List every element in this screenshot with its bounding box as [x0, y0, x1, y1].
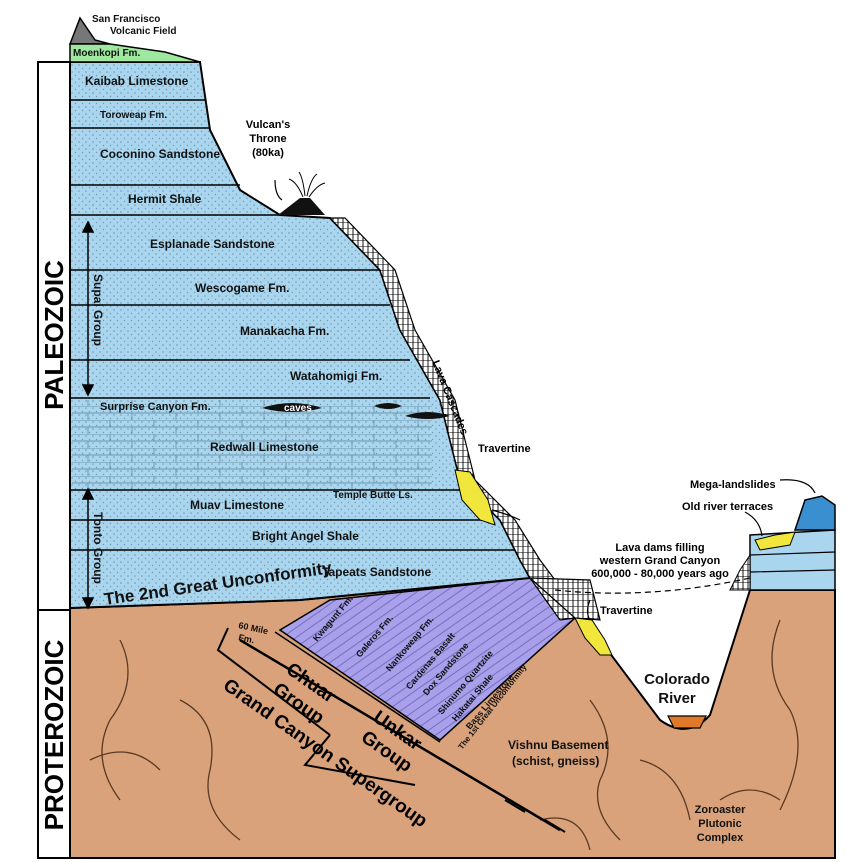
bright-angel-label: Bright Angel Shale: [252, 529, 359, 543]
volcanic-field-label-2: Volcanic Field: [110, 26, 177, 37]
lava-dams-label-1: Lava dams filling: [615, 542, 704, 554]
cave-3: [405, 412, 450, 419]
basement-veins: [89, 619, 799, 851]
travertine-upper-label: Travertine: [478, 443, 531, 455]
lava-dams-label-2: western Grand Canyon: [599, 555, 721, 567]
tonto-group-label: Tonto Group: [91, 512, 105, 584]
mega-landslides-label: Mega-landslides: [690, 479, 776, 491]
muav-label: Muav Limestone: [190, 498, 284, 512]
temple-butte-label: Temple Butte Ls.: [333, 490, 413, 501]
moenkopi-layer: [69, 43, 201, 63]
lava-dam-remnant: [729, 553, 751, 591]
zoroaster-label-1: Zoroaster: [695, 804, 746, 816]
vishnu-label-2: (schist, gneiss): [512, 754, 599, 768]
moenkopi-label: Moenkopi Fm.: [73, 48, 140, 59]
vishnu-label-1: Vishnu Basement: [508, 738, 608, 752]
vulcan-label-1: Vulcan's: [246, 119, 290, 131]
travertine-lower-label: Travertine: [600, 605, 653, 617]
era-column-proterozoic: [37, 609, 71, 859]
travertine-upper-deposit: [454, 469, 496, 526]
lava-dam-dashed-line: [554, 577, 751, 594]
coconino-label: Coconino Sandstone: [100, 147, 220, 161]
era-label-proterozoic: PROTEROZOIC: [39, 639, 69, 830]
volcanic-field-label-1: San Francisco: [92, 14, 160, 25]
zoroaster-label-2: Plutonic: [698, 818, 741, 830]
esplanade-label: Esplanade Sandstone: [150, 237, 275, 251]
cave-1: [262, 403, 322, 412]
wescogame-label: Wescogame Fm.: [195, 281, 289, 295]
vulcan-label-2: Throne: [249, 133, 286, 145]
era-column-paleozoic: [37, 61, 71, 611]
tapeats-label: Tapeats Sandstone: [322, 565, 431, 579]
colorado-river: [667, 715, 707, 729]
cave-2: [374, 403, 402, 409]
bed-boundaries: [70, 99, 515, 551]
mega-landslide-block: [793, 495, 836, 531]
fault-line: [239, 638, 561, 832]
travertine-lower-deposit: [574, 617, 613, 656]
vulcans-throne-cone: [278, 198, 325, 215]
watahomigi-label: Watahomigi Fm.: [290, 369, 382, 383]
colorado-river-label-1: Colorado: [644, 671, 710, 688]
surprise-canyon-label: Surprise Canyon Fm.: [100, 401, 211, 413]
hermit-label: Hermit Shale: [128, 192, 202, 206]
caves-label: caves: [284, 403, 312, 414]
kaibab-label: Kaibab Limestone: [85, 74, 189, 88]
old-terraces-label: Old river terraces: [682, 501, 773, 513]
eruption-spray: [288, 171, 326, 198]
old-river-terrace: [754, 531, 796, 551]
zoroaster-label-3: Complex: [697, 832, 744, 844]
redwall-label: Redwall Limestone: [210, 440, 319, 454]
manakacha-label: Manakacha Fm.: [240, 324, 329, 338]
vulcan-label-3: (80ka): [252, 147, 284, 159]
era-label-paleozoic: PALEOZOIC: [39, 260, 69, 410]
sixty-mile-label-2: Fm.: [238, 632, 256, 645]
supai-group-label: Supai Group: [91, 274, 105, 346]
toroweap-label: Toroweap Fm.: [100, 110, 167, 121]
colorado-river-label-2: River: [658, 690, 696, 707]
lava-dams-label-3: 600,000 - 80,000 years ago: [591, 568, 729, 580]
